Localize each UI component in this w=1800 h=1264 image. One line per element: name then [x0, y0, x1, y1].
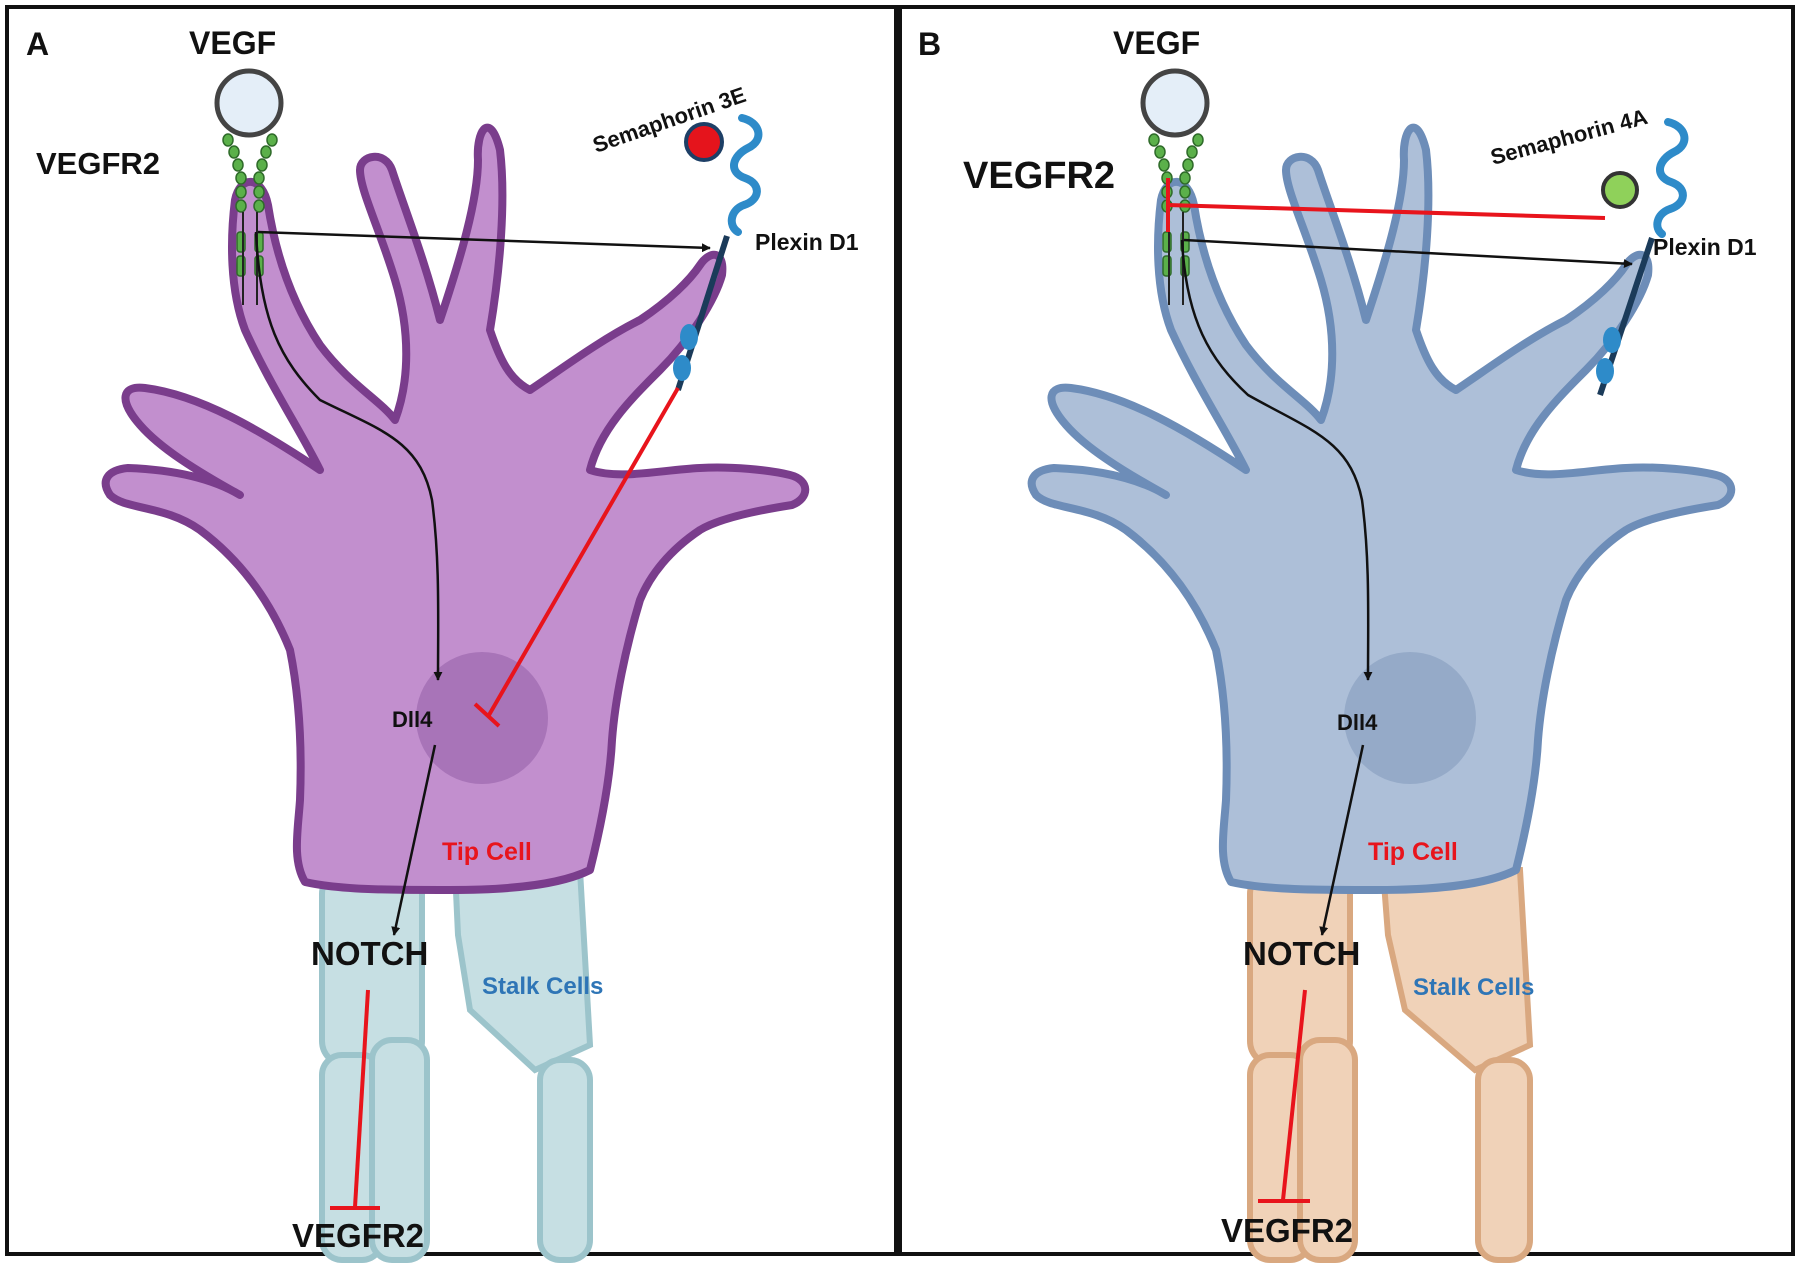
- panel-a-tip-cell-label: Tip Cell: [442, 838, 532, 866]
- plexin-d1-domain: [1596, 358, 1614, 384]
- semaphorin-3e-ligand: [684, 122, 724, 162]
- stalk-cell: [1379, 867, 1534, 1074]
- panel-a: A VEGF VEGFR2 Semaphorin 3E Plexin D1 Dl…: [5, 5, 898, 1263]
- panel-b-stalk-cells-label: Stalk Cells: [1413, 974, 1534, 1001]
- panel-b-bottom-vegfr2-label: VEGFR2: [1221, 1212, 1353, 1249]
- plexin-d1-coil: [1653, 118, 1689, 238]
- dll4-to-notch-arrow: [1319, 744, 1365, 936]
- panel-a-vegf-label: VEGF: [189, 25, 276, 61]
- vegf-ligand: [214, 68, 284, 138]
- plexin-d1-coil: [727, 114, 763, 236]
- panel-b-semaphorin-label: Semaphorin 4A: [1488, 104, 1650, 170]
- panel-b-notch-label: NOTCH: [1243, 935, 1360, 972]
- plexin-d1-domain: [1603, 327, 1621, 353]
- panel-b-vegfr2-label: VEGFR2: [963, 155, 1115, 197]
- panel-b-dll4-label: Dll4: [1337, 710, 1378, 735]
- semaphorin-4a-ligand: [1601, 171, 1639, 209]
- sema4a-inhibits-vegfr2-line: [1167, 203, 1606, 220]
- panel-b-tip-cell: [1027, 123, 1736, 894]
- vegf-ligand: [1140, 68, 1210, 138]
- vegfr2-receptor: [222, 133, 278, 305]
- plexin-inhibits-dll4-bar: [473, 702, 501, 728]
- plexin-inhibits-dll4-line: [487, 386, 680, 717]
- vegfr2-to-plexin-arrow: [257, 230, 711, 253]
- panel-a-notch-label: NOTCH: [311, 935, 428, 972]
- notch-inhibits-vegfr2-line: [353, 989, 370, 1208]
- vegfr2-to-plexin-arrow: [1183, 238, 1633, 269]
- plexin-d1-domain: [673, 355, 691, 381]
- panel-b-nucleus: [1344, 652, 1476, 784]
- panel-b-plexin-label: Plexin D1: [1653, 234, 1757, 260]
- stalk-cell: [1475, 1057, 1533, 1263]
- panel-a-nucleus: [416, 652, 548, 784]
- panel-a-plexin-label: Plexin D1: [755, 229, 859, 255]
- panel-a-stalk-cells-label: Stalk Cells: [482, 973, 603, 1000]
- vegfr2-receptor: [1148, 133, 1204, 305]
- dll4-to-notch-arrow: [391, 744, 437, 936]
- stalk-cell: [451, 867, 594, 1074]
- panel-b-vegf-label: VEGF: [1113, 25, 1200, 61]
- panel-a-letter: A: [26, 26, 49, 62]
- panel-a-bottom-vegfr2-label: VEGFR2: [292, 1217, 424, 1254]
- stalk-cell: [1297, 1037, 1358, 1263]
- notch-inhibits-vegfr2-line: [1281, 989, 1307, 1201]
- panel-a-dll4-label: Dll4: [392, 707, 433, 732]
- vegfr2-to-dll4-arrow: [254, 231, 443, 681]
- panel-a-vegfr2-label: VEGFR2: [36, 146, 160, 181]
- stalk-cell: [369, 1037, 430, 1263]
- stalk-cell: [537, 1057, 593, 1263]
- panel-a-frame: [5, 5, 898, 1256]
- panel-b-letter: B: [918, 26, 941, 62]
- panel-b-tip-cell-label: Tip Cell: [1368, 838, 1458, 866]
- panel-a-tip-cell: [101, 123, 810, 894]
- vegfr2-to-dll4-arrow: [1180, 239, 1373, 681]
- panel-a-semaphorin-label: Semaphorin 3E: [589, 82, 749, 158]
- plexin-d1-domain: [680, 324, 698, 350]
- panel-b: B VEGF VEGFR2 Semaphorin 4A Plexin D1 Dl…: [898, 5, 1795, 1263]
